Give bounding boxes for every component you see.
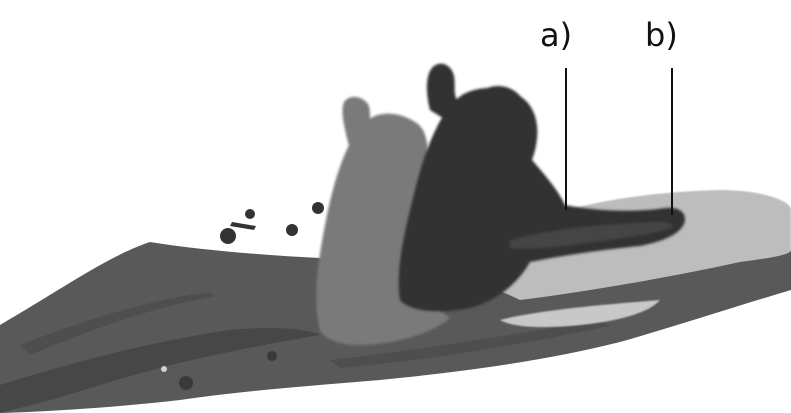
noise-blob [286,224,298,236]
noise-blob [179,376,193,390]
label-a: a) [540,16,572,54]
noise-blob [220,228,236,244]
noise-blob [245,209,255,219]
label-b: b) [645,16,678,54]
noise-blob [161,366,167,372]
noise-blob [230,222,256,230]
noise-blob [312,202,324,214]
noise-blob [267,351,277,361]
